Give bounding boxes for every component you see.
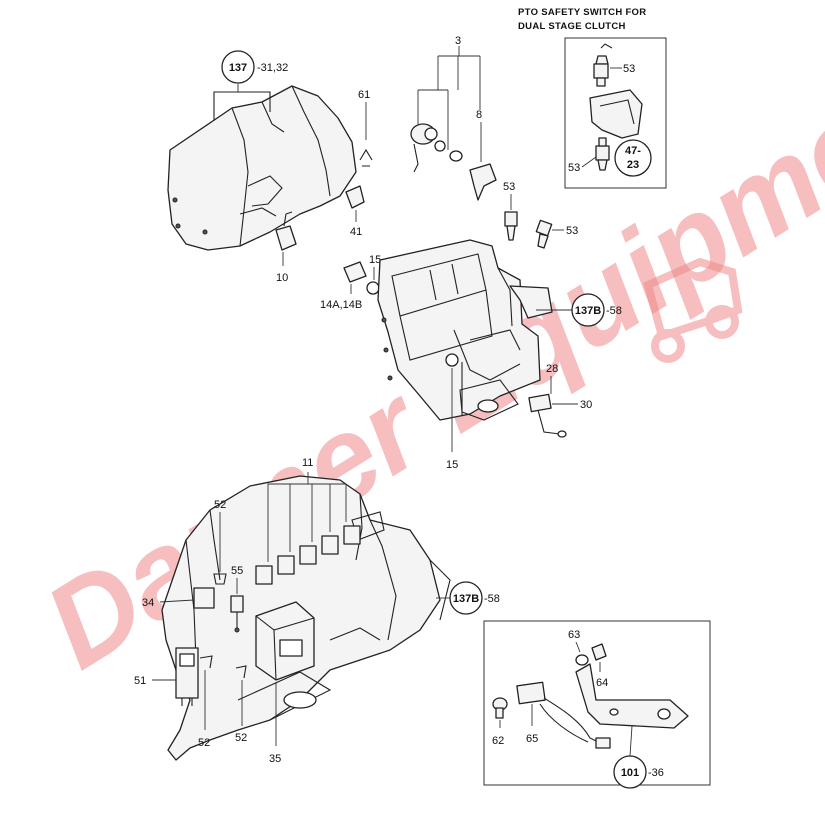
label-65: 65	[526, 733, 538, 745]
label-51: 51	[134, 675, 146, 687]
label-53-upper: 53	[503, 181, 515, 193]
part-52-lower-mid	[235, 665, 247, 679]
inset-switch-upper	[593, 43, 613, 87]
label-30: 30	[580, 399, 592, 411]
label-52-upper: 52	[214, 499, 226, 511]
inset-microswitch: 63 64 65 62 101 -36	[483, 620, 711, 789]
part-51-switch	[175, 647, 199, 706]
part-62-bolt	[492, 697, 508, 719]
part-52-lower-left	[199, 655, 213, 669]
ref-137b-lower-circle	[449, 581, 483, 615]
label-52-lower-mid: 52	[235, 732, 247, 744]
ref-137b-upper-suffix: -58	[606, 305, 622, 317]
part-30-switch	[528, 393, 567, 438]
inset-label-53-lower: 53	[568, 162, 580, 174]
label-61: 61	[358, 89, 370, 101]
label-8: 8	[476, 109, 482, 121]
inset-bracket	[589, 89, 643, 139]
label-55: 55	[231, 565, 243, 577]
inset-switch-lower	[595, 137, 610, 171]
inset-title-line1: PTO SAFETY SWITCH FOR	[518, 7, 646, 18]
truck-logo	[643, 257, 743, 363]
inset-title-line2: DUAL STAGE CLUTCH	[518, 21, 626, 32]
part-52-upper	[213, 573, 227, 585]
part-53-upper-switch	[504, 211, 518, 241]
fender-cover	[167, 85, 357, 251]
inset-bottom-frame	[483, 620, 711, 786]
label-11: 11	[302, 457, 313, 469]
ref-137: 137	[229, 62, 247, 74]
label-15-lower: 15	[446, 459, 458, 471]
part-8-key	[469, 163, 497, 201]
part-64-nut	[591, 643, 607, 661]
part-101-bracket	[575, 663, 689, 729]
label-52-lower-left: 52	[198, 737, 210, 749]
bracket-137	[213, 91, 271, 120]
key-switch	[410, 123, 463, 173]
ref-137b-upper-circle	[571, 293, 605, 327]
label-15-upper: 15	[369, 254, 381, 266]
control-frame	[377, 239, 553, 421]
inset-ref-circle	[614, 139, 652, 177]
inset-ref-top: 47-	[625, 145, 641, 157]
part-15-ring	[366, 281, 380, 295]
label-53-right: 53	[566, 225, 578, 237]
part-35-controller	[255, 601, 315, 681]
ref-137-circle	[221, 50, 255, 84]
inset-label-53-upper: 53	[623, 63, 635, 75]
ref-101: 101	[621, 767, 639, 779]
label-64: 64	[596, 677, 608, 689]
part-63-washer	[575, 654, 589, 666]
label-10: 10	[276, 272, 288, 284]
ref-101-suffix: -36	[648, 767, 664, 779]
label-35: 35	[269, 753, 281, 765]
inset-frame	[564, 37, 667, 189]
ref-137b-lower: 137B	[453, 593, 479, 605]
label-34: 34	[142, 597, 154, 609]
label-41: 41	[350, 226, 362, 238]
ref-137b-lower-suffix: -58	[484, 593, 500, 605]
part-10	[275, 225, 297, 251]
part-14-sender	[343, 261, 367, 283]
label-63: 63	[568, 629, 580, 641]
part-34-relay	[193, 587, 215, 609]
part-41	[345, 185, 365, 209]
ref-101-circle	[613, 755, 647, 789]
inset-pto-safety-switch: PTO SAFETY SWITCH FOR DUAL STAGE CLUTCH …	[518, 7, 667, 189]
label-62: 62	[492, 735, 504, 747]
label-3: 3	[455, 35, 461, 47]
ref-137-suffix: -31,32	[257, 62, 288, 74]
part-61-spring	[359, 148, 373, 167]
part-11-relays	[255, 525, 361, 585]
part-53-right-switch	[535, 219, 553, 249]
part-55	[230, 595, 244, 613]
ref-137b-upper: 137B	[575, 305, 601, 317]
inset-ref-bottom: 23	[627, 159, 639, 171]
part-65-microswitch	[516, 681, 611, 749]
label-14: 14A,14B	[320, 299, 362, 311]
label-28: 28	[546, 363, 558, 375]
